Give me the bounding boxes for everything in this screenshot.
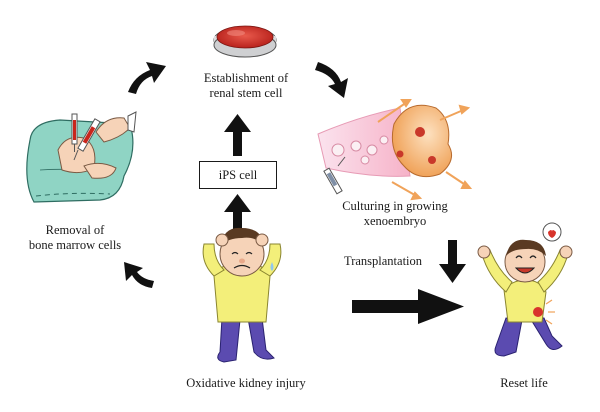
- oxidative-text: Oxidative kidney injury: [186, 376, 306, 390]
- up-arrow-to-renal: [224, 114, 251, 156]
- worried-man-illustration: [202, 227, 282, 363]
- xenoembryo-illustration: [317, 99, 473, 201]
- ips-cell-box: iPS cell: [199, 161, 277, 189]
- removal-label: Removal of bone marrow cells: [10, 223, 140, 253]
- renal-stem-label: Establishment of renal stem cell: [186, 71, 306, 101]
- oxidative-label: Oxidative kidney injury: [166, 376, 326, 391]
- ips-cell-label: iPS cell: [218, 167, 258, 182]
- curved-arrow-left-top: [128, 62, 166, 94]
- reset-life-text: Reset life: [500, 376, 548, 390]
- happy-man-illustration: [477, 222, 573, 357]
- petri-dish-icon: [213, 25, 277, 58]
- down-arrow-transplantation: [439, 240, 466, 283]
- up-arrow-to-ips: [224, 194, 251, 233]
- removal-line2: bone marrow cells: [28, 238, 122, 252]
- reset-life-label: Reset life: [484, 376, 564, 391]
- removal-line1: Removal of: [45, 223, 105, 237]
- culturing-label: Culturing in growing xenoembryo: [330, 199, 460, 229]
- bone-marrow-removal-illustration: [26, 111, 137, 203]
- transplantation-label: Transplantation: [344, 254, 440, 269]
- big-right-arrow: [352, 289, 464, 324]
- culturing-line2: xenoembryo: [363, 214, 427, 228]
- renal-stem-line2: renal stem cell: [209, 86, 283, 100]
- culturing-line1: Culturing in growing: [342, 199, 448, 213]
- transplantation-text: Transplantation: [344, 254, 423, 268]
- curved-arrow-left-bottom: [124, 262, 154, 288]
- curved-arrow-right-top: [315, 62, 348, 98]
- renal-stem-line1: Establishment of: [203, 71, 289, 85]
